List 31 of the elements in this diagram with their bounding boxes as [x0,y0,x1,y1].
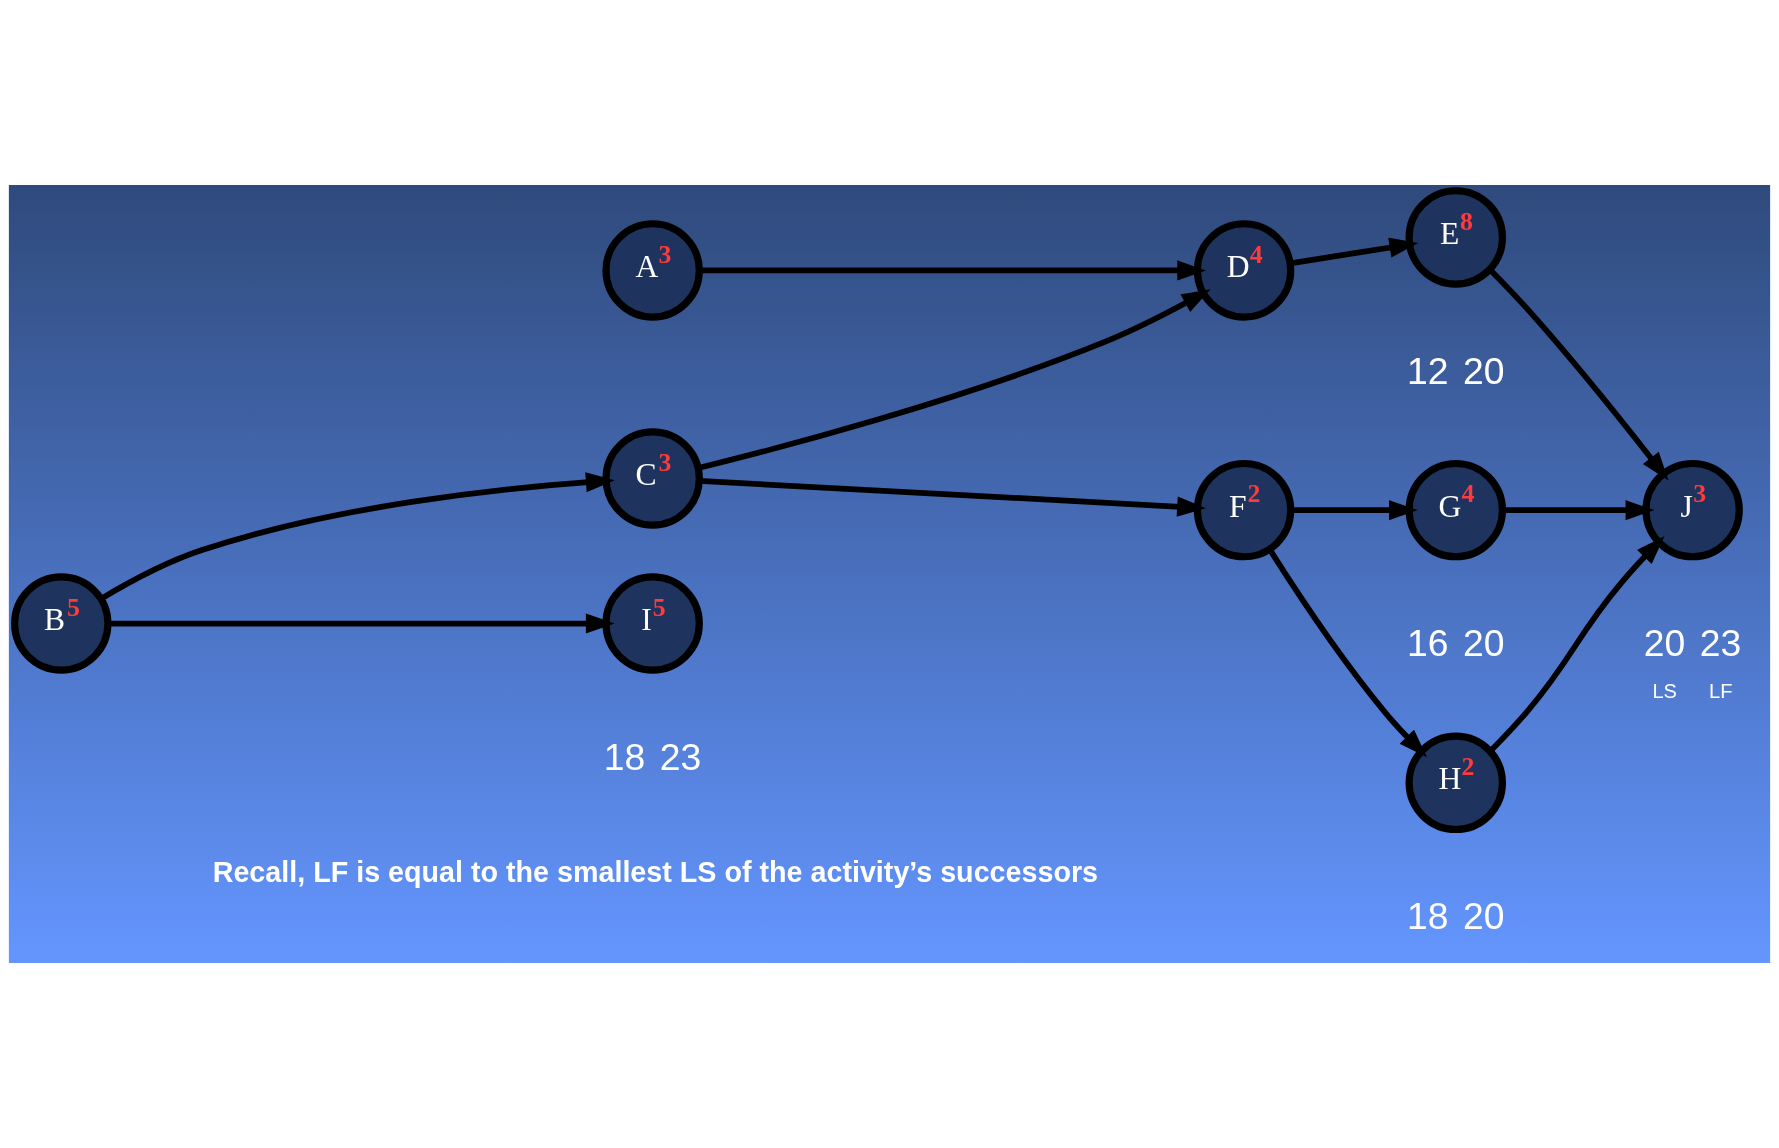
node-circle: B$^{5}$ [11,573,112,674]
arrow [1488,267,1669,481]
label: Recall, LF is equal to the smallest LS of the activity’s successors [212,855,1099,888]
node-label: 12 [1406,349,1449,392]
node-circle: A$^{3}$ [602,220,703,321]
arrow [699,478,1206,517]
node-label: 20 [1462,622,1505,665]
node-label: 18 [603,735,646,778]
arrow [699,260,1207,281]
node-label: 20 [1462,349,1505,392]
arrow [1502,500,1655,521]
arrow [1267,547,1427,758]
node-label: 20 [1643,622,1686,665]
node-circle: F$^{2}$ [1193,459,1295,561]
node-label: LF [1709,680,1733,703]
node-label: 23 [659,735,702,778]
node-circle: G$^{4}$ [1405,459,1506,561]
arrow [108,613,615,634]
node-circle: J$^{3}$ [1642,459,1743,561]
node-circle: E$^{8}$ [1405,187,1506,288]
node-circle: H$^{2}$ [1405,732,1506,834]
node-label: 16 [1406,622,1449,665]
node-circle: D$^{4}$ [1193,220,1295,321]
node-label: LS [1652,680,1677,703]
node-circle: C$^{3}$ [602,428,703,529]
node-label: 23 [1699,622,1742,665]
node-label: 20 [1462,894,1505,937]
arrow [99,472,615,602]
arrow [1488,536,1665,753]
node-label: 18 [1406,894,1449,937]
node-circle: I$^{5}$ [602,573,703,674]
